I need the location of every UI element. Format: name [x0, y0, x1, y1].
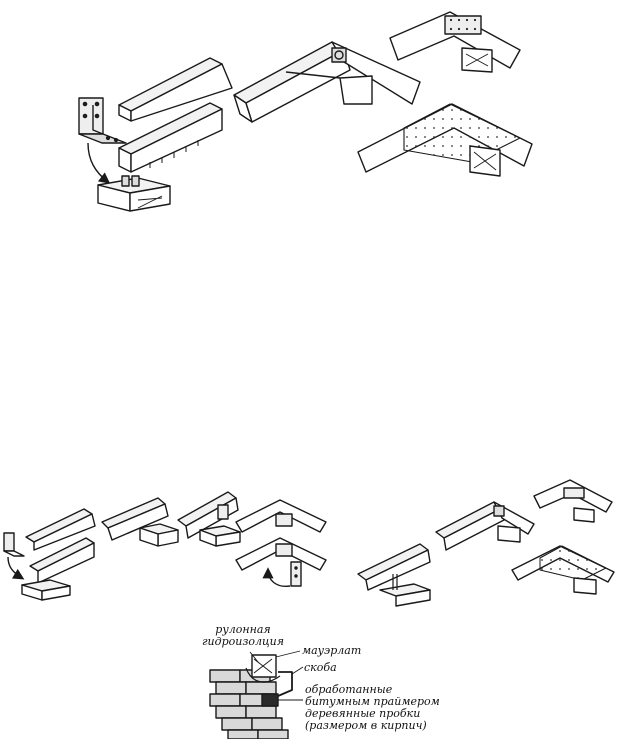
angle-bracket-plate — [78, 97, 127, 144]
label-roll-waterproofing-1: рулонная — [215, 623, 271, 636]
small-rafter-bracket — [177, 491, 241, 547]
rafter-upper — [118, 57, 233, 122]
small-eave-staple — [357, 543, 431, 607]
small-bracket-1 — [3, 532, 25, 557]
label-plugs-2: битумным праймером — [305, 695, 440, 708]
small-ridge-round — [435, 501, 535, 551]
waterproofing-layer — [245, 667, 281, 683]
small-rafter-notch — [101, 497, 179, 547]
label-plugs-1: обработанные — [305, 683, 393, 696]
staple-clamp — [277, 671, 293, 697]
wooden-plug — [261, 693, 279, 707]
label-mauerlat: мауэрлат — [302, 644, 362, 657]
wall-plate-beam — [97, 175, 171, 212]
small-ridge-pair — [235, 499, 327, 587]
ridge-joint-plate — [389, 11, 521, 73]
label-plugs-4: (размером в кирпич) — [305, 719, 427, 732]
small-ridge-plate — [533, 479, 613, 523]
rafter-lower — [118, 102, 223, 173]
label-staple: скоба — [304, 661, 337, 674]
arrow — [87, 142, 111, 184]
ridge-joint-gusset — [357, 103, 533, 177]
label-plugs-3: деревянные пробки — [305, 707, 421, 720]
ridge-joint-top — [233, 41, 421, 123]
small-rafters-1 — [21, 508, 96, 601]
mauerlat-beam — [251, 654, 277, 678]
leader-lines — [249, 650, 304, 701]
label-roll-waterproofing-2: гидроизолция — [201, 635, 285, 648]
small-ridge-gusset — [511, 545, 615, 595]
